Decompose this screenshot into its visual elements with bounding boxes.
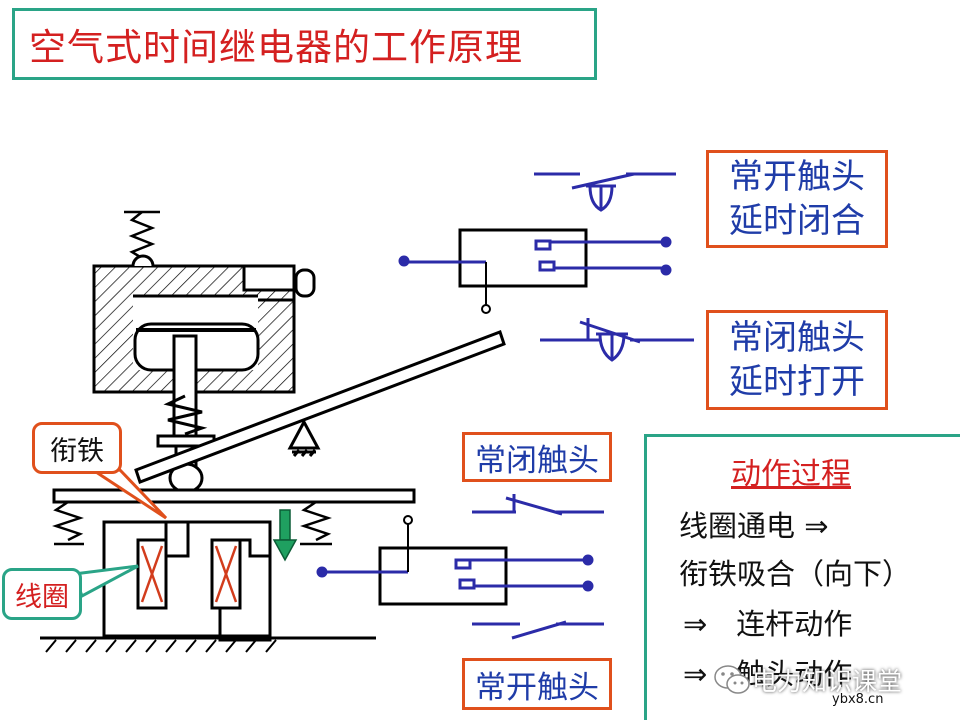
- no-instant-symbol: [472, 620, 604, 640]
- nc-delay-open-symbol: [540, 318, 694, 362]
- nc-instant-symbol: [472, 494, 604, 516]
- label-nc-delay-open: 常闭触头 延时打开: [706, 310, 888, 410]
- electromagnet-core: [102, 520, 272, 642]
- armature-plate: [52, 488, 416, 504]
- watermark-url: ybx8.cn: [832, 692, 884, 707]
- label-no-delay-close: 常开触头 延时闭合: [706, 150, 888, 248]
- delay-switch-upper: [398, 228, 672, 314]
- label-no-delay-close-line2: 延时闭合: [729, 201, 865, 241]
- label-nc-delay-open-line1: 常闭触头: [729, 318, 865, 358]
- process-step-1: 线圈通电 ⇒: [679, 509, 829, 543]
- no-delay-close-symbol: [534, 172, 676, 212]
- coil-callout-pointer: [71, 564, 139, 599]
- side-springs: [52, 500, 332, 546]
- page-title: 空气式时间继电器的工作原理: [12, 8, 597, 80]
- process-panel: 动作过程 线圈通电 ⇒ 衔铁吸合（向下） ⇒ 连杆动作 ⇒ 触头动作: [644, 434, 960, 720]
- callout-armature: 衔铁: [32, 422, 122, 474]
- coils: [136, 538, 242, 610]
- process-step-4: ⇒ 触头动作: [683, 657, 853, 691]
- wechat-icon: [714, 665, 750, 694]
- ground-base: [40, 636, 376, 653]
- process-step-3: ⇒ 连杆动作: [683, 607, 853, 641]
- label-nc-delay-open-line2: 延时打开: [729, 362, 865, 402]
- air-chamber: [92, 254, 316, 394]
- label-no-contact: 常开触头: [462, 658, 612, 710]
- watermark-text: 电力知识课堂: [752, 667, 903, 696]
- instant-switch-lower: [316, 515, 594, 606]
- callout-coil: 线圈: [2, 568, 82, 620]
- label-nc-contact: 常闭触头: [462, 432, 612, 482]
- down-arrow: [272, 509, 298, 562]
- process-step-2: 衔铁吸合（向下）: [679, 557, 912, 591]
- label-no-delay-close-line1: 常开触头: [729, 157, 865, 197]
- top-spring: [124, 210, 160, 260]
- process-heading: 动作过程: [731, 457, 851, 492]
- lever: [134, 330, 506, 484]
